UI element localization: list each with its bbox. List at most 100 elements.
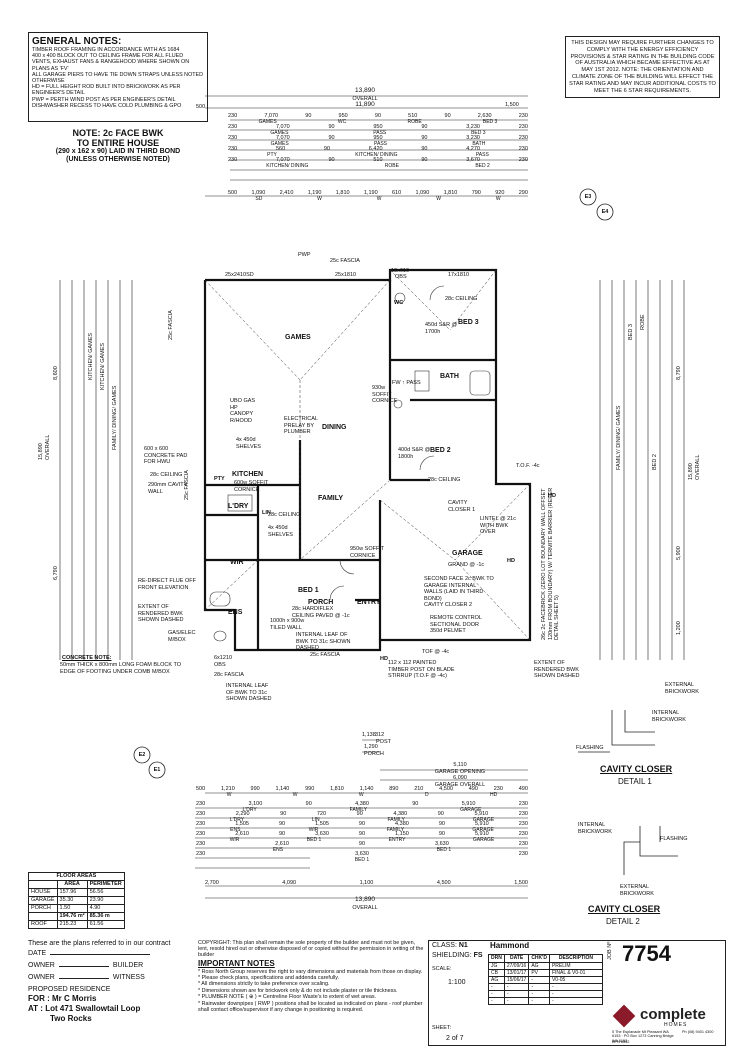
note-pelmet: 350d PELMET [430, 628, 466, 634]
table-cell: 4.90 [86, 904, 125, 913]
note-redirect-flue: RE-DIRECT FLUE OFF FRONT ELEVATION [138, 578, 196, 591]
note-shelves-b: 4x 450d SHELVES [268, 525, 293, 538]
dim-room-label: GAMES [270, 129, 289, 136]
top-right-offset: 1,500 [505, 102, 519, 108]
room-kitchen: KITCHEN [232, 471, 264, 478]
dim-value: 7,070 [275, 157, 290, 163]
porch-total: 1,290 [364, 744, 378, 750]
table-cell: 85.36 m [86, 912, 125, 921]
dim-value: 490 [468, 786, 478, 792]
revision-header: DRN [488, 954, 505, 963]
porch-dim-1: 1,138 [362, 732, 376, 738]
dim-room-label: GAMES [258, 118, 277, 125]
garage-opening-b: 6,090 [453, 775, 467, 781]
dim-value: 90 [358, 831, 366, 837]
dim-value: 7,070 [275, 124, 290, 130]
revision-cell: JG [488, 962, 505, 970]
dim-value: 5,910 [474, 811, 489, 817]
note-bath-fw: FW ↑ PASS [392, 380, 421, 386]
dim-room-label: GAMES [270, 140, 289, 147]
dim-room-label: FAMILY [387, 816, 405, 823]
note-pad-hwu: 600 x 600 CONCRETE PAD FOR HWU [144, 446, 188, 465]
right-col-4: BED 2 [652, 454, 658, 470]
dim-value: 4,380 [395, 821, 409, 827]
note-tof: T.O.F. -4c [516, 463, 540, 469]
elev-marker-e1: E1 [153, 767, 161, 773]
important-note-item: * Dimensions shown are for brickwork onl… [198, 987, 398, 994]
revision-cell: 13/01/17 [503, 969, 530, 977]
dim-room-label: ROBE [407, 118, 422, 125]
note-garage-grand: GRAND @ -1c [448, 562, 485, 568]
revision-header: DATE [503, 954, 530, 963]
dim-value: 90 [305, 113, 312, 119]
right-lower-dim: 5,900 [676, 546, 682, 560]
dim-room-label: W [436, 195, 441, 202]
right-upper-dim: 8,790 [676, 366, 682, 380]
note-cavity-closer2: CAVITY CLOSER 2 [424, 602, 473, 608]
garage-overall-label: GARAGE OVERALL [434, 782, 486, 788]
note-painted-post: 112 x 112 PAINTED TIMBER POST ON BLADE S… [388, 660, 455, 679]
note-tof-b: TOF @ -4c [422, 649, 450, 655]
dim-value: 210 [414, 786, 424, 792]
job-label: JOB Nº [607, 941, 613, 960]
dim-room-label: ENTRY [388, 836, 406, 843]
right-overall-label: OVERALL [695, 454, 701, 480]
title-block [428, 940, 726, 1046]
room-garage: GARAGE [452, 550, 483, 557]
dim-value: 230 [196, 851, 206, 857]
contract-statement: These are the plans referred to in our c… [28, 940, 171, 947]
dim-value: 90 [328, 124, 335, 130]
dim-value: 90 [421, 157, 428, 163]
dim-value: 3,630 [315, 831, 329, 837]
note-conc-title: CONCRETE NOTE: [62, 655, 112, 661]
witness-label: WITNESS [112, 974, 145, 981]
room-bed2: BED 2 [430, 447, 451, 454]
dim-value: 2,410 [279, 190, 294, 196]
table-cell: 35.30 [56, 896, 88, 905]
general-note-item: TIMBER ROOF FRAMING IN ACCORDANCE WITH A… [32, 47, 180, 53]
porch-word: PORCH [364, 751, 384, 757]
dim-value: 1,140 [359, 786, 374, 792]
porch-dim-2: 312 [375, 732, 385, 738]
dim-room-label: KITCHEN/ DINING [355, 151, 398, 158]
d1-title: CAVITY CLOSER [600, 764, 673, 774]
note-hardiflex: 28c HARDIFLEX CEILING PAVED @ -1c [292, 606, 350, 619]
note-second-face: SECOND FACE 2c BWK TO GARAGE INTERNAL WA… [424, 576, 494, 602]
table-cell: 157.96 [56, 888, 88, 897]
revision-cell: - [528, 997, 550, 1005]
room-games: GAMES [285, 334, 311, 341]
table-cell: 1.50 [56, 904, 88, 913]
for-label: FOR : [28, 994, 50, 1003]
revision-cell: AG [488, 976, 505, 984]
bwk-note-line1: NOTE: 2c FACE BWK [72, 128, 164, 138]
room-bed1: BED 1 [298, 587, 319, 594]
d2-label-flashing: FLASHING [660, 836, 688, 842]
dim-value: 1,100 [359, 880, 374, 886]
dim-room-label: D [425, 791, 429, 798]
right-col-2: BED 3 [628, 324, 634, 340]
note-shelves: 4x 450d SHELVES [236, 437, 261, 450]
room-porch: PORCH [308, 599, 334, 606]
dim-room-label: WIR [308, 826, 319, 833]
revision-cell: PV [528, 969, 550, 977]
revision-cell: PRELIM [548, 962, 603, 970]
dim-value: 1,500 [514, 880, 528, 886]
dim-value: 230 [228, 146, 238, 152]
revision-cell: - [503, 990, 530, 998]
dim-value: 950 [373, 124, 383, 130]
dim-value: 5,910 [474, 831, 489, 837]
scale-value: 1:100 [448, 979, 466, 986]
